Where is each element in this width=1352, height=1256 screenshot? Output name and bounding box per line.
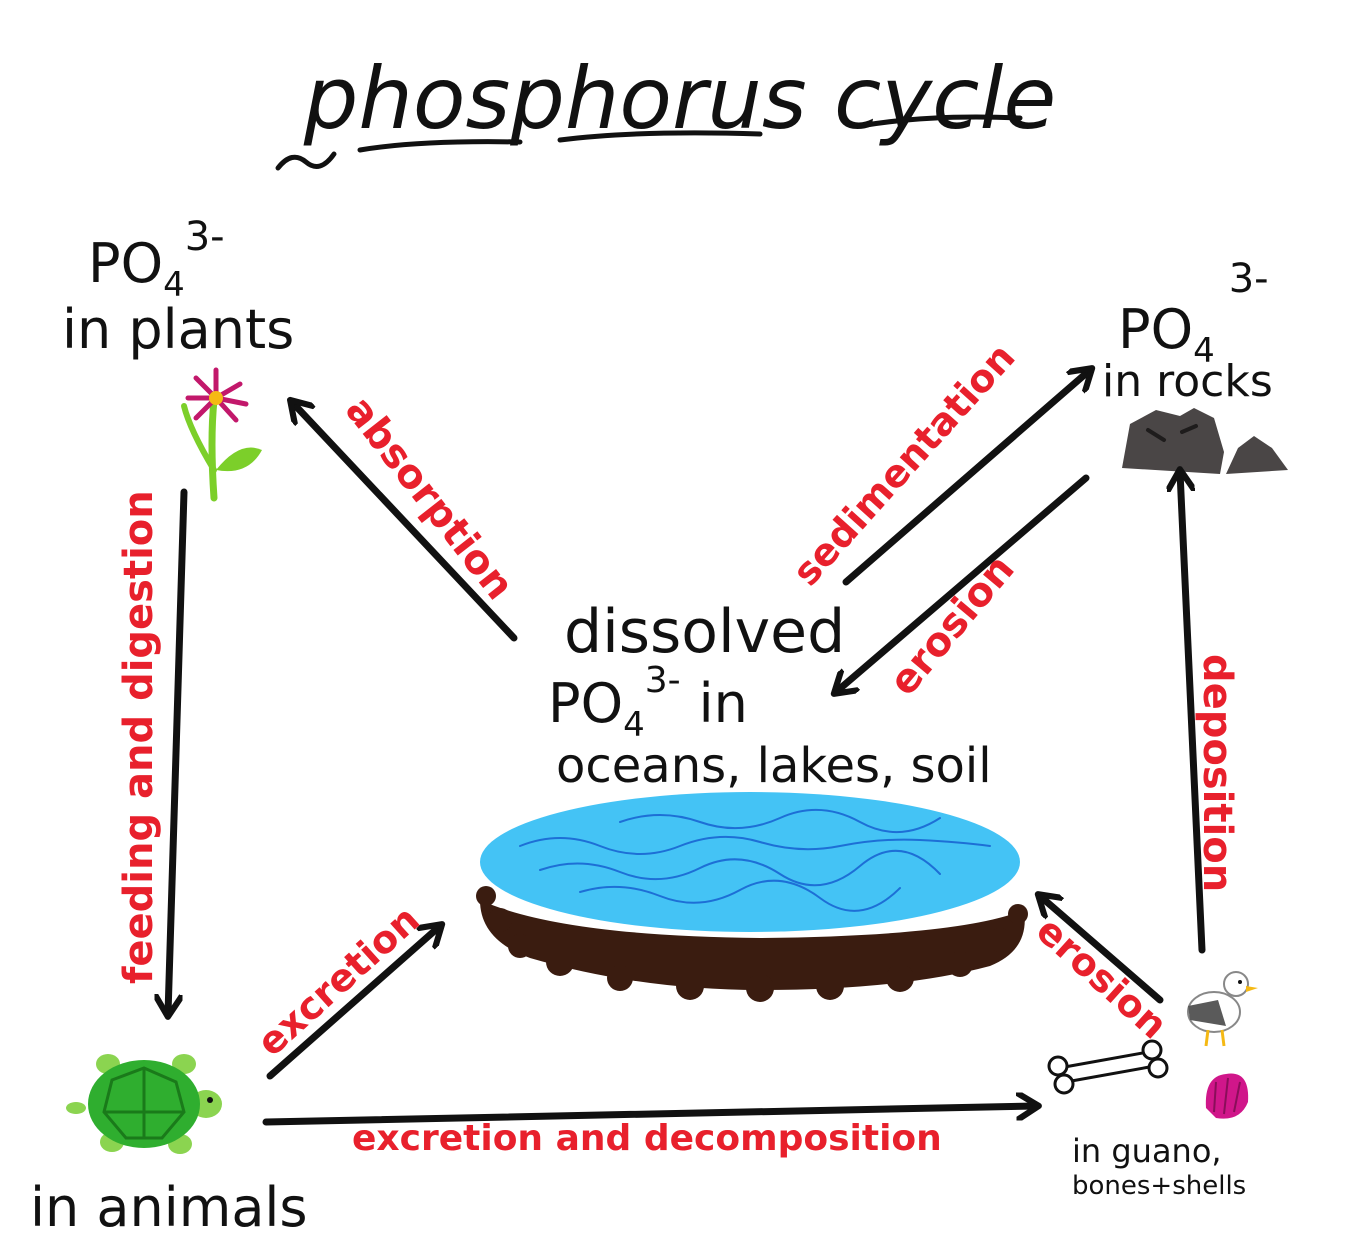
arrow-absorption xyxy=(292,402,518,642)
arrow-sedimentation xyxy=(842,370,1090,586)
arrow-excretion-decomposition xyxy=(262,1106,1036,1126)
rocks-formula: PO xyxy=(1118,298,1193,361)
arrow-feeding xyxy=(168,488,188,1014)
svg-text:PO43-in: PO43- in xyxy=(548,660,748,745)
label-excretion-decomposition: excretion and decomposition xyxy=(352,1118,942,1159)
plants-label: in plants xyxy=(62,298,294,361)
node-rocks: PO4 3- in rocks xyxy=(1102,256,1273,407)
dissolved-line3: oceans, lakes, soil xyxy=(556,738,992,794)
turtle-icon xyxy=(66,1054,222,1154)
label-erosion-guano: erosion xyxy=(1028,908,1176,1047)
title-underline xyxy=(357,114,1023,153)
dissolved-suffix: in xyxy=(699,672,748,735)
animals-label: in animals xyxy=(30,1176,308,1239)
label-excretion: excretion xyxy=(249,897,428,1065)
label-feeding: feeding and digestion xyxy=(116,490,162,984)
arrow-erosion-guano xyxy=(1040,896,1164,1004)
pond-icon xyxy=(476,792,1028,1002)
plants-subscript: 4 xyxy=(163,265,185,305)
seagull-icon xyxy=(1187,971,1258,1047)
rocks-subscript: 4 xyxy=(1193,331,1215,371)
dissolved-charge: 3- xyxy=(645,660,681,701)
guano-line2: bones+shells xyxy=(1072,1171,1246,1201)
rocks-charge: 3- xyxy=(1229,256,1269,302)
guano-line1: in guano, xyxy=(1072,1132,1222,1170)
dissolved-formula: PO xyxy=(548,672,623,735)
rocks-label: in rocks xyxy=(1102,356,1273,407)
arrow-erosion-rocks xyxy=(836,474,1090,692)
label-erosion-rocks: erosion xyxy=(880,546,1023,704)
label-absorption: absorption xyxy=(336,388,523,609)
plants-formula: PO xyxy=(88,232,163,295)
bone-icon xyxy=(1047,1039,1169,1095)
title-tilde xyxy=(275,151,337,171)
arrow-deposition xyxy=(1180,472,1206,954)
shell-icon xyxy=(1205,1073,1249,1119)
arrow-excretion xyxy=(266,926,440,1080)
svg-text:PO43-: PO4 3- xyxy=(1118,256,1269,371)
label-deposition: deposition xyxy=(1194,654,1240,892)
node-animals: in animals xyxy=(30,1176,308,1239)
flower-icon xyxy=(181,367,262,502)
plants-charge: 3- xyxy=(185,214,225,260)
node-guano: in guano, bones+shells xyxy=(1072,1132,1246,1201)
svg-text:PO43-: PO43- xyxy=(88,214,225,305)
rocks-icon xyxy=(1122,408,1288,474)
node-dissolved: dissolved PO43- in oceans, lakes, soil xyxy=(548,597,992,794)
dissolved-line1: dissolved xyxy=(564,597,845,667)
dissolved-subscript: 4 xyxy=(623,705,645,745)
node-plants: PO43- in plants xyxy=(62,214,294,361)
